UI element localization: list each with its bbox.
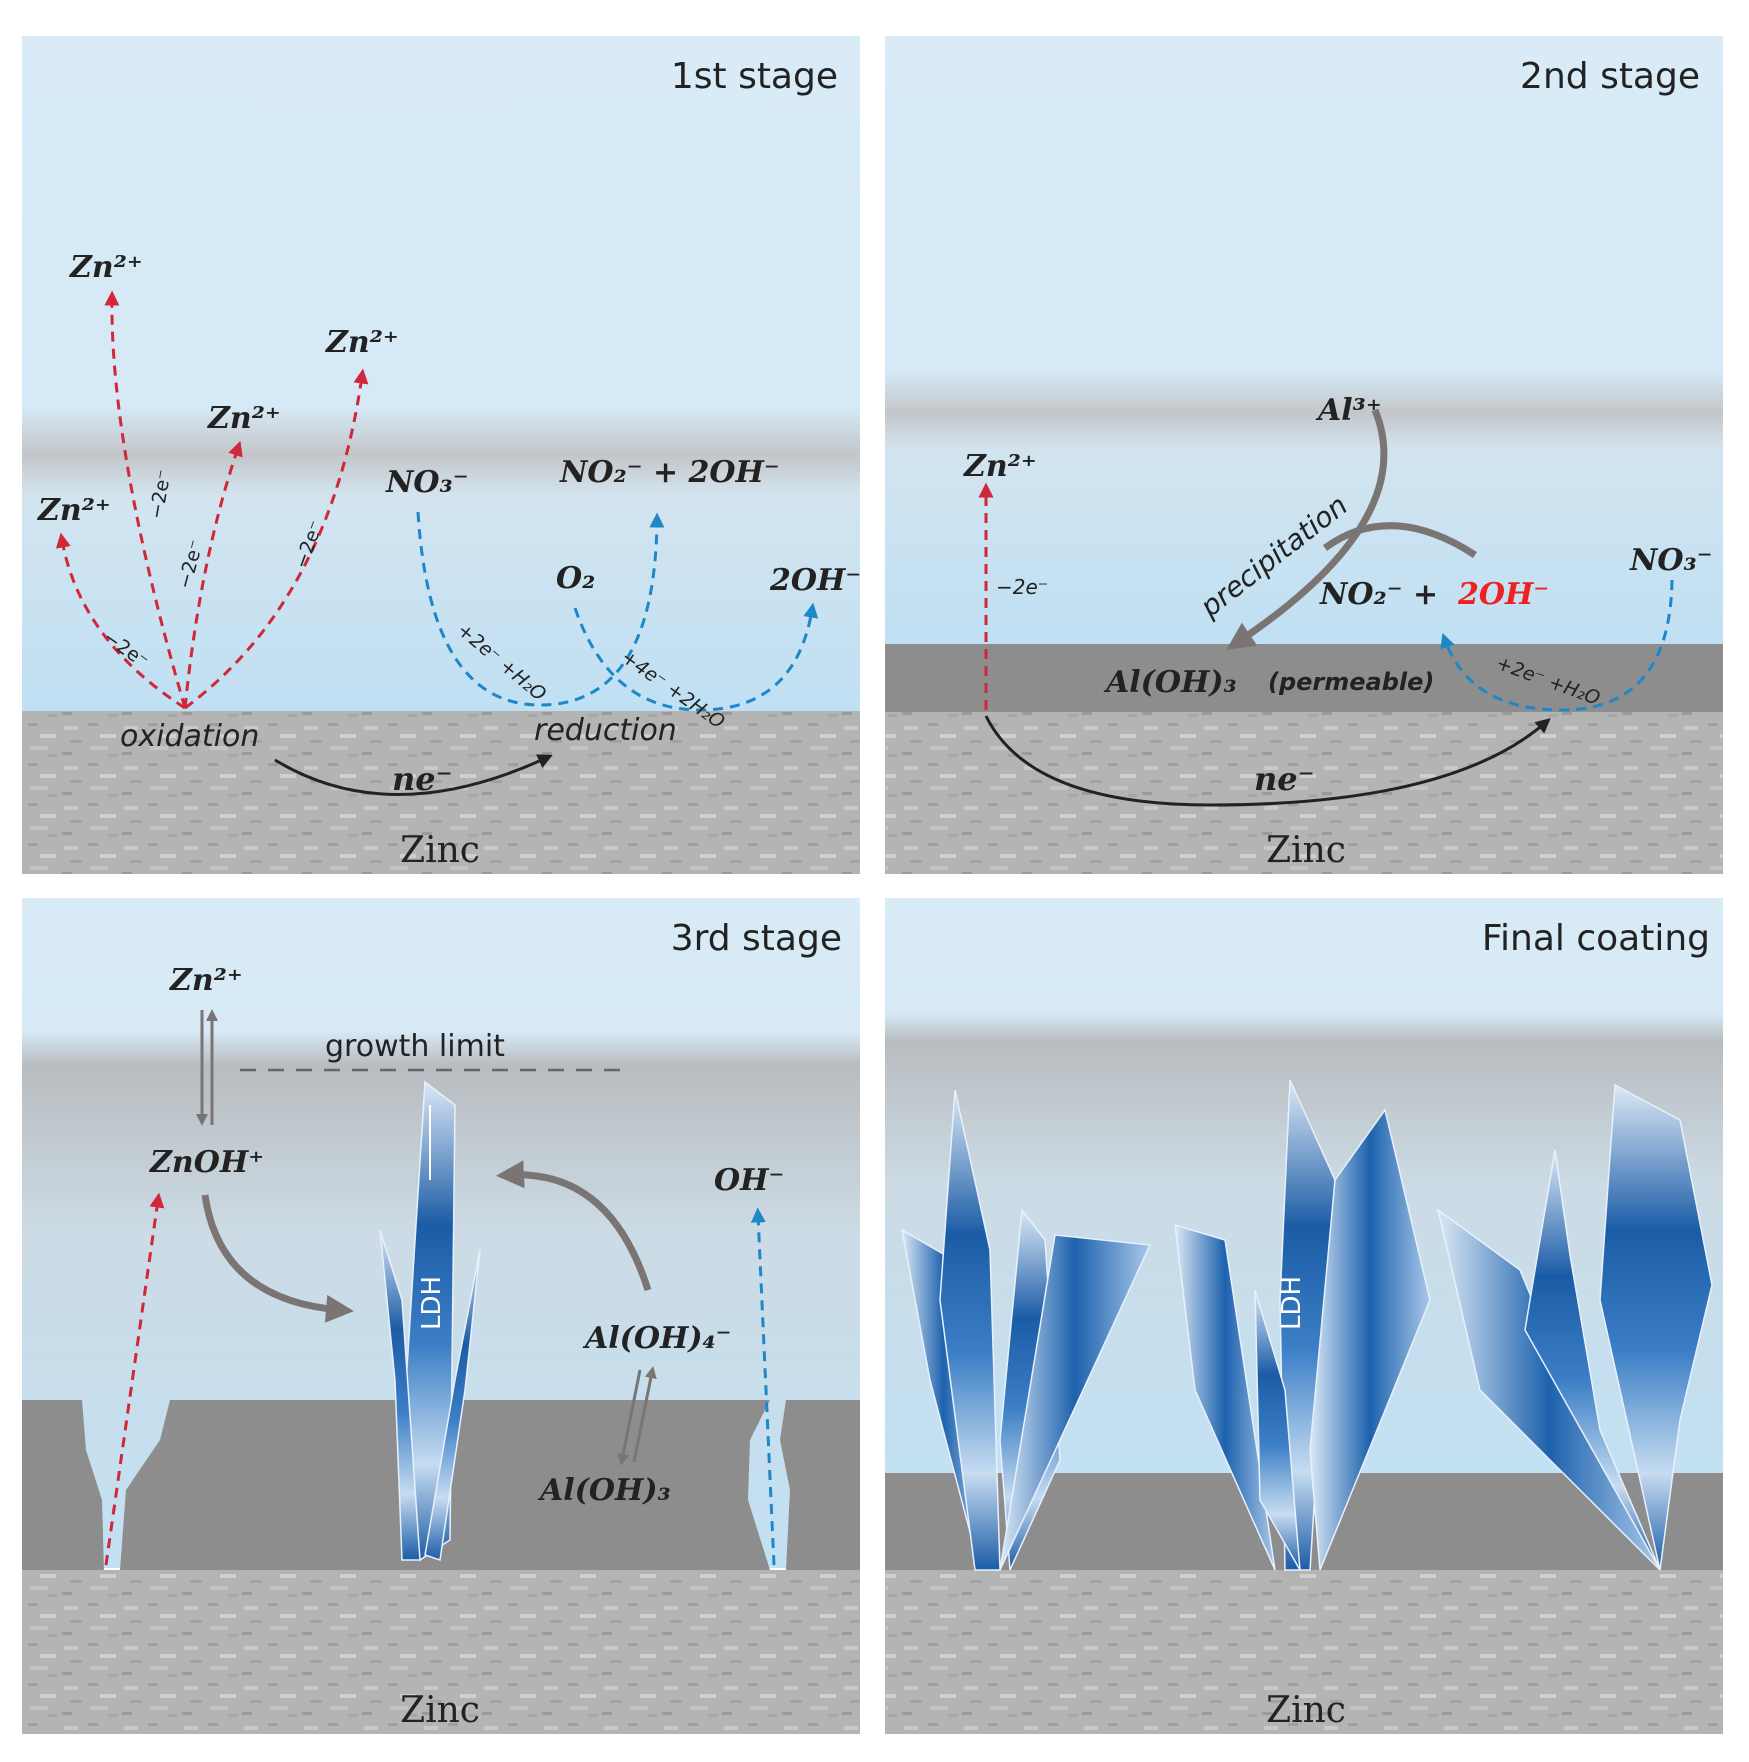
arrow-aloh4-to-ldh — [496, 1160, 652, 1292]
ion-no3: NO₃⁻ — [1629, 543, 1713, 578]
electron-flow-label: ne⁻ — [392, 760, 453, 798]
ldh-plate — [1174, 1223, 1276, 1571]
oh-merge-arrow — [1322, 522, 1477, 558]
panel-title: Final coating — [1482, 918, 1710, 959]
ion-aloh4: Al(OH)₄⁻ — [582, 1321, 732, 1356]
arrow-zn-release — [104, 1192, 165, 1566]
ldh-plate — [939, 1089, 1001, 1571]
layer-formula: Al(OH)₃ — [1103, 665, 1237, 700]
aloh3-layer — [885, 644, 1723, 712]
ion-2oh-red: 2OH⁻ — [1457, 577, 1549, 612]
ion-zn: Zn²⁺ — [963, 449, 1037, 484]
ldh-plate — [1279, 1079, 1336, 1571]
electron-label: −2e⁻ — [996, 575, 1048, 599]
ion-oh: OH⁻ — [714, 1163, 784, 1198]
zinc-substrate — [885, 1570, 1723, 1734]
substrate-label-3: Zinc — [400, 1690, 480, 1731]
ion-zn: Zn²⁺ — [169, 963, 243, 998]
ldh-plate-left — [379, 1229, 421, 1561]
arrow-zn-c — [183, 440, 243, 709]
ldh-cluster-3 — [1436, 1083, 1713, 1571]
ion-2oh: 2OH⁻ — [769, 563, 861, 598]
ldh-plate — [1254, 1289, 1301, 1571]
solution-background — [22, 36, 860, 711]
arrow-no3-reduction — [1440, 579, 1674, 712]
panel-title: 3rd stage — [671, 918, 842, 959]
ldh-cluster-2: LDH — [1174, 1079, 1431, 1571]
ion-zn-b: Zn²⁺ — [69, 250, 143, 285]
substrate-label: Zinc — [400, 830, 480, 871]
equilibrium-up-al — [632, 1366, 657, 1463]
arrow-o2-reduction — [573, 602, 819, 712]
ldh-label: LDH — [417, 1276, 447, 1330]
panel-title: 2nd stage — [1520, 56, 1700, 97]
ion-o2: O₂ — [556, 561, 595, 596]
ldh-plate — [1599, 1083, 1713, 1571]
ion-zn-a: Zn²⁺ — [37, 493, 111, 528]
reduction-arrows — [416, 511, 819, 712]
ldh-plate — [1309, 1108, 1431, 1571]
ldh-label: LDH — [1277, 1276, 1307, 1330]
ion-zn-d: Zn²⁺ — [325, 325, 399, 360]
layer-note: (permeable) — [1268, 668, 1434, 696]
panel-2nd-stage: 2nd stage Zn²⁺ −2e⁻ Al³⁺ precipitation N… — [885, 36, 1723, 874]
electron-flow-arrow — [274, 754, 553, 796]
ldh-plate-right — [424, 1249, 481, 1561]
ldh-plate — [1524, 1149, 1661, 1571]
ion-no2-oh: NO₂⁻ + 2OH⁻ — [559, 455, 780, 490]
panel-final-coating: Final coating LDH Zinc — [885, 898, 1723, 1734]
aloh3-layer — [22, 1400, 770, 1570]
ion-aloh3: Al(OH)₃ — [537, 1473, 671, 1508]
oxidation-arrows — [55, 290, 369, 710]
equilibrium-down-al — [617, 1369, 642, 1466]
panel-1st-stage: 1st stage Zn²⁺ Zn²⁺ Zn²⁺ Zn²⁺ −2e⁻ −2e⁻ … — [22, 36, 861, 874]
growth-limit-label: growth limit — [325, 1029, 505, 1064]
arrow-zn-a — [55, 532, 186, 710]
substrate-label: Zinc — [1266, 1690, 1346, 1731]
ion-al3: Al³⁺ — [1315, 393, 1382, 428]
ldh-crystal: LDH — [379, 1080, 481, 1562]
zinc-substrate — [885, 712, 1723, 874]
arrow-zn-d — [184, 368, 369, 710]
arrow-no3-reduction — [416, 511, 665, 707]
aloh3-layer-right — [780, 1400, 860, 1570]
substrate-label: Zinc — [1266, 830, 1346, 871]
arrow-oh-release — [750, 1207, 776, 1566]
ion-no2: NO₂⁻ + — [1319, 577, 1438, 612]
ldh-cluster-1 — [900, 1089, 1152, 1571]
arrow-zn-b — [104, 290, 187, 709]
reduction-label: reduction — [534, 713, 677, 748]
electron-flow-arrow — [984, 715, 1551, 807]
zinc-substrate — [22, 1570, 860, 1734]
ion-znoh: ZnOH⁺ — [149, 1145, 264, 1180]
precipitation-arrow — [1226, 408, 1388, 650]
electron-flow-label: ne⁻ — [1254, 760, 1315, 798]
ion-no3: NO₃⁻ — [385, 465, 469, 500]
ion-zn-c: Zn²⁺ — [207, 401, 281, 436]
panel-3rd-stage: 3rd stage Zn²⁺ growth limit ZnOH⁺ OH⁻ Al… — [22, 898, 860, 1734]
ldh-plate — [999, 1234, 1152, 1571]
arrow-znoh-to-ldh — [201, 1194, 354, 1323]
oxidation-label: oxidation — [120, 719, 259, 754]
solution-background — [885, 36, 1723, 644]
panel-title: 1st stage — [671, 56, 838, 97]
